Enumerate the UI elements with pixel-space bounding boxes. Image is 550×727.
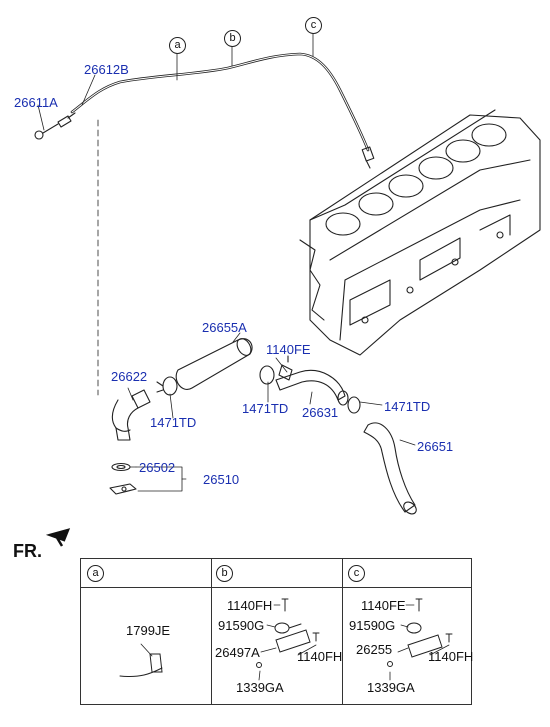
detail-b-bolt-top: 1140FH [227, 598, 273, 613]
table-header-c: c [348, 565, 365, 582]
pipe-26631 [275, 370, 349, 406]
detail-b-clamp: 91590G [218, 618, 265, 633]
detail-c-bolt-top: 1140FE [361, 598, 406, 613]
cable-tie-drawing [119, 643, 163, 677]
label-1471TD-right: 1471TD [384, 399, 431, 414]
label-26612B: 26612B [84, 62, 129, 77]
front-label: FR. [13, 541, 42, 561]
detail-c-bolt-side: 1140FH [428, 649, 474, 664]
detail-table-header [81, 559, 471, 588]
clamp-middle [259, 355, 293, 385]
table-header-b: b [216, 565, 233, 582]
label-1471TD-middle: 1471TD [242, 401, 289, 416]
detail-table [80, 558, 472, 705]
detail-b-bolt-side: 1140FH [297, 649, 343, 664]
column-divider-2 [342, 559, 343, 704]
dipstick-handle [34, 112, 76, 140]
hose-26655A [175, 338, 253, 390]
flange-26510 [109, 483, 137, 495]
callout-c: c [305, 17, 322, 34]
hose-26651 [363, 422, 417, 515]
detail-c-bracket: 26255 [356, 642, 393, 657]
label-1140FE: 1140FE [266, 342, 311, 357]
detail-b-nut: 1339GA [236, 680, 284, 695]
gasket-26502 [111, 462, 131, 472]
elbow-26622 [111, 389, 151, 441]
engine-block [299, 109, 541, 356]
label-26611A: 26611A [14, 95, 58, 110]
label-26510: 26510 [203, 472, 240, 487]
dipstick-tube [70, 52, 375, 169]
front-arrow-icon [45, 528, 71, 547]
detail-c-nut: 1339GA [367, 680, 415, 695]
detail-b-drawing [256, 598, 320, 681]
detail-c-clamp: 91590G [349, 618, 396, 633]
detail-a-part: 1799JE [126, 623, 171, 638]
callout-a: a [169, 37, 186, 54]
label-26502: 26502 [139, 460, 176, 475]
label-26655A: 26655A [202, 320, 247, 335]
column-divider-1 [211, 559, 212, 704]
label-26651: 26651 [417, 439, 454, 454]
clamp-left [156, 376, 178, 396]
label-26622: 26622 [111, 369, 148, 384]
detail-b-bracket: 26497A [215, 645, 260, 660]
label-1471TD-left: 1471TD [150, 415, 197, 430]
table-header-a: a [87, 565, 104, 582]
clamp-right [347, 396, 361, 414]
label-26631: 26631 [302, 405, 339, 420]
detail-c-drawing [387, 598, 453, 681]
callout-b: b [224, 30, 241, 47]
